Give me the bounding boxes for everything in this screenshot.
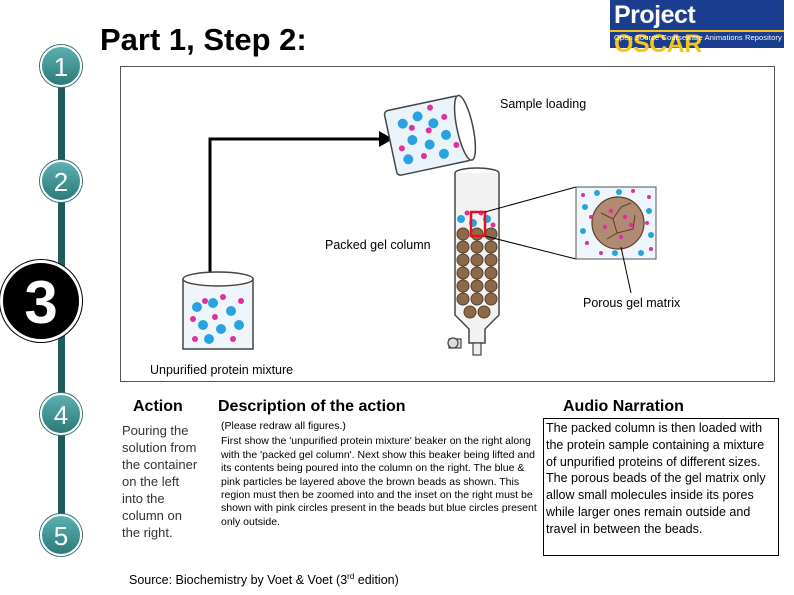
step-3-badge[interactable]: 3	[0, 260, 82, 342]
source-prefix: Source: Biochemistry by Voet & Voet (3	[129, 573, 348, 588]
label-sample-loading: Sample loading	[500, 97, 587, 111]
page-title: Part 1, Step 2:	[100, 22, 307, 57]
logo-tagline: Open Source Courseware Animations Reposi…	[614, 33, 782, 42]
logo-word-oscar: OSCAR	[614, 30, 702, 58]
project-oscar-logo: Project OSCAR Open Source Courseware Ani…	[610, 0, 784, 58]
description-header: Description of the action	[218, 398, 406, 415]
source-suffix: edition)	[354, 573, 399, 588]
label-porous-gel-matrix: Porous gel matrix	[583, 296, 681, 310]
step-1-badge[interactable]: 1	[40, 45, 82, 87]
audio-header: Audio Narration	[563, 398, 684, 415]
description-text: (Please redraw all figures.) First show …	[221, 420, 543, 529]
action-header: Action	[133, 398, 183, 415]
gel-filtration-illustration	[182, 94, 657, 356]
illustration-figure: Sample loading Packed gel column Porous …	[120, 66, 775, 382]
source-sup: rd	[347, 572, 355, 581]
step-4-badge[interactable]: 4	[40, 393, 82, 435]
source-citation: Source: Biochemistry by Voet & Voet (3rd…	[129, 572, 399, 587]
porous-matrix-inset	[484, 186, 657, 294]
audio-text: The packed column is then loaded with th…	[546, 421, 766, 536]
logo-word-project: Project	[614, 1, 696, 29]
gel-column-icon	[447, 167, 500, 356]
action-text: Pouring the solution from the container …	[122, 423, 198, 540]
audio-cell	[543, 418, 779, 556]
tilted-beaker-icon	[383, 94, 477, 176]
description-note: (Please redraw all figures.)	[221, 420, 346, 432]
step-5-badge[interactable]: 5	[40, 514, 82, 556]
step-2-badge[interactable]: 2	[40, 160, 82, 202]
zoom-region-box	[469, 210, 487, 238]
label-unpurified-mixture: Unpurified protein mixture	[150, 363, 294, 377]
arrow-head-icon	[379, 131, 393, 147]
pour-arrow	[208, 137, 379, 272]
protein-beaker-icon	[182, 271, 254, 350]
description-body: First show the 'unpurified protein mixtu…	[221, 435, 537, 528]
label-packed-gel-column: Packed gel column	[325, 238, 431, 252]
